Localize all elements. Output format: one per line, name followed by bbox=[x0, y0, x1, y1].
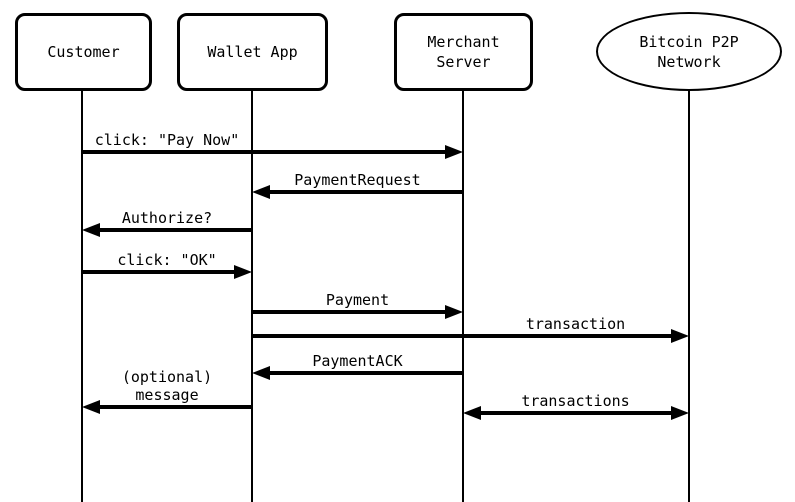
arrow-shaft bbox=[252, 334, 673, 338]
arrowhead-left-icon bbox=[463, 406, 481, 420]
lifeline-customer bbox=[81, 91, 83, 502]
arrowhead-right-icon bbox=[445, 305, 463, 319]
arrow-shaft bbox=[98, 405, 252, 409]
arrowhead-right-icon bbox=[671, 406, 689, 420]
arrowhead-right-icon bbox=[234, 265, 252, 279]
message-label: Authorize? bbox=[121, 209, 213, 227]
message-label: click: "Pay Now" bbox=[94, 131, 240, 149]
actor-label-wallet-app: Wallet App bbox=[207, 43, 298, 61]
actor-label-merchant-server: Merchant Server bbox=[427, 33, 500, 71]
message-label: click: "OK" bbox=[117, 251, 217, 269]
message-label: transaction bbox=[525, 315, 626, 333]
arrowhead-left-icon bbox=[82, 400, 100, 414]
message-label: Payment bbox=[325, 291, 390, 309]
actor-label-customer: Customer bbox=[47, 43, 120, 61]
actor-label-bitcoin-p2p-network: Bitcoin P2P Network bbox=[639, 32, 739, 71]
arrow-shaft bbox=[268, 371, 463, 375]
arrowhead-left-icon bbox=[82, 223, 100, 237]
actor-ellipse-bitcoin-p2p-network: Bitcoin P2P Network bbox=[596, 12, 782, 91]
lifeline-bitcoin-p2p-network bbox=[688, 90, 690, 502]
arrowhead-right-icon bbox=[671, 329, 689, 343]
arrow-shaft bbox=[98, 228, 252, 232]
arrow-shaft bbox=[252, 310, 447, 314]
arrowhead-left-icon bbox=[252, 366, 270, 380]
message-label: PaymentACK bbox=[312, 352, 403, 370]
lifeline-merchant-server bbox=[462, 91, 464, 502]
arrow-shaft bbox=[479, 411, 673, 415]
actor-box-merchant-server: Merchant Server bbox=[394, 13, 533, 91]
lifeline-wallet-app bbox=[251, 91, 253, 502]
message-label: PaymentRequest bbox=[294, 171, 421, 189]
actor-box-wallet-app: Wallet App bbox=[177, 13, 328, 91]
arrow-shaft bbox=[82, 150, 447, 154]
arrowhead-left-icon bbox=[252, 185, 270, 199]
arrowhead-right-icon bbox=[445, 145, 463, 159]
arrow-shaft bbox=[82, 270, 236, 274]
arrow-shaft bbox=[268, 190, 463, 194]
actor-box-customer: Customer bbox=[15, 13, 152, 91]
message-label: transactions bbox=[521, 392, 630, 410]
message-label: (optional) message bbox=[121, 368, 213, 404]
